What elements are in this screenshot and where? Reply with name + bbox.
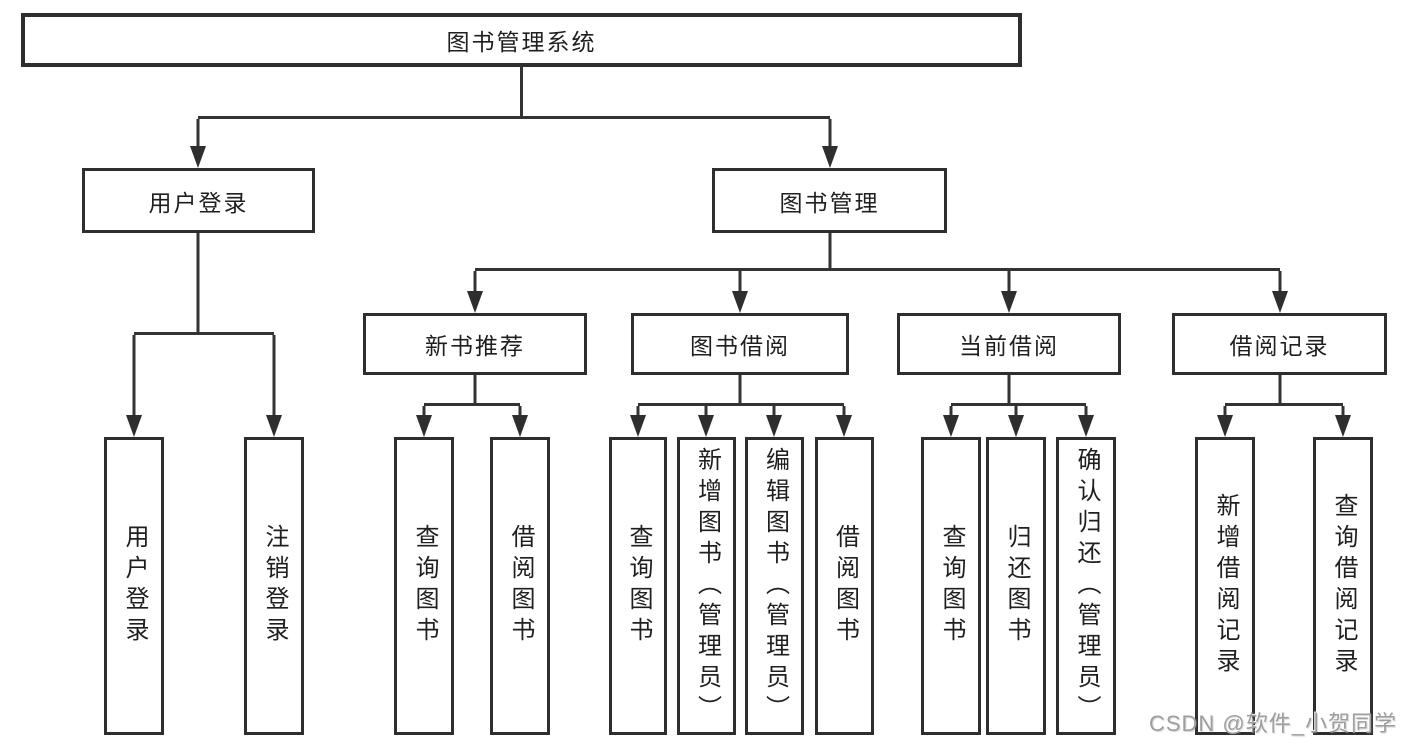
arrowhead-icon [766,415,782,437]
connector-book-borrow-children [630,375,852,437]
node-library-system: 图书管理系统 [21,13,1022,67]
node-new-book-recommend: 新书推荐 [363,313,587,375]
arrowhead-icon [836,415,852,437]
arrowhead-icon [467,291,483,313]
connector-user-login-children [126,233,282,437]
arrowhead-icon [1335,415,1351,437]
leaf-borrow-query-books: 查询图书 [609,437,667,735]
arrowhead-icon [822,146,838,168]
arrowhead-icon [266,415,282,437]
arrowhead-icon [416,415,432,437]
arrowhead-icon [1008,415,1024,437]
arrowhead-icon [698,415,714,437]
connector-current-borrow-children [943,375,1094,437]
leaf-newbook-borrow-books: 借阅图书 [490,437,550,735]
connector-root-to-level2 [190,67,838,168]
arrowhead-icon [512,415,528,437]
leaf-return-books: 归还图书 [986,437,1046,735]
leaf-newbook-query-books: 查询图书 [394,437,454,735]
leaf-borrow-books: 借阅图书 [815,437,874,735]
leaf-edit-books-admin: 编辑图书（管理员） [745,437,804,735]
arrowhead-icon [1217,415,1233,437]
leaf-query-borrow-record: 查询借阅记录 [1313,437,1373,735]
arrowhead-icon [1001,291,1017,313]
node-current-borrow: 当前借阅 [897,313,1121,375]
leaf-user-login: 用户登录 [104,437,164,735]
arrowhead-icon [190,146,206,168]
arrowhead-icon [630,415,646,437]
node-book-borrow: 图书借阅 [631,313,849,375]
connector-book-mgmt-children [467,233,1288,313]
node-book-management: 图书管理 [712,168,947,233]
node-borrow-record: 借阅记录 [1172,313,1387,375]
arrowhead-icon [1078,415,1094,437]
leaf-logout: 注销登录 [244,437,304,735]
leaf-current-query-books: 查询图书 [921,437,981,735]
connector-new-book-children [416,375,528,437]
node-user-login: 用户登录 [82,168,315,233]
leaf-add-books-admin: 新增图书（管理员） [677,437,736,735]
leaf-confirm-return-admin: 确认归还（管理员） [1056,437,1116,735]
connector-borrow-record-children [1217,375,1351,437]
arrowhead-icon [943,415,959,437]
arrowhead-icon [1272,291,1288,313]
leaf-add-borrow-record: 新增借阅记录 [1195,437,1255,735]
arrowhead-icon [126,415,142,437]
csdn-watermark: CSDN @软件_小贺同学 [1148,711,1397,736]
arrowhead-icon [732,291,748,313]
